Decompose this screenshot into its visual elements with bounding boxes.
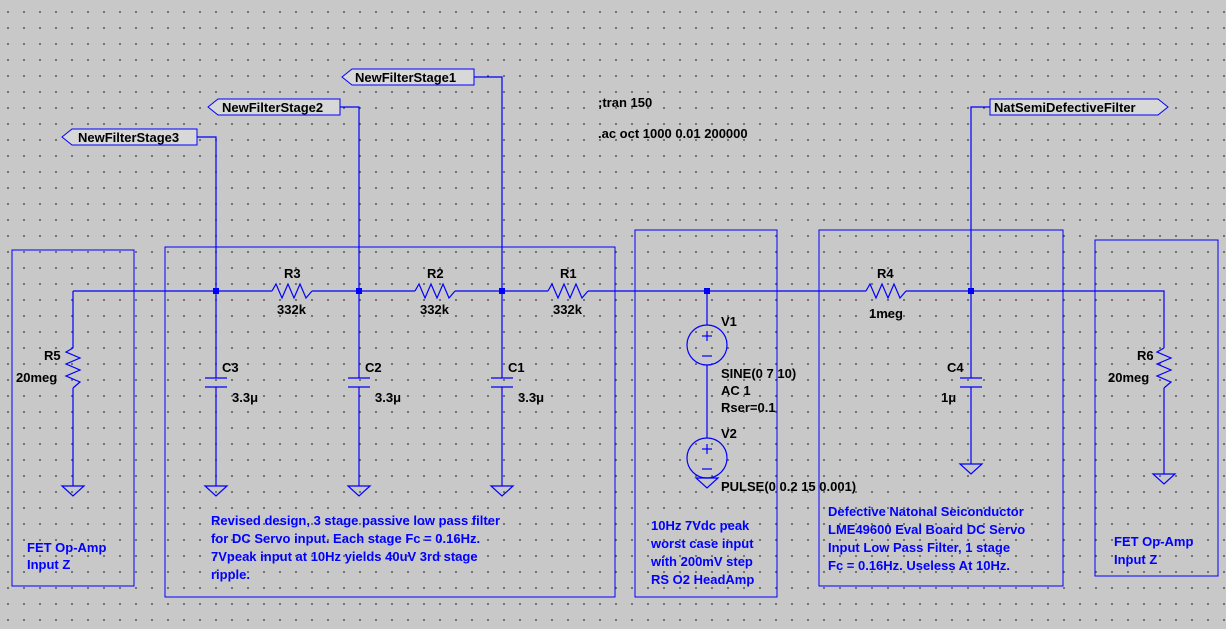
- r5-resistor: [64, 347, 82, 389]
- c1-name: C1: [508, 360, 525, 375]
- r2-value: 332k: [420, 302, 450, 317]
- c2-name: C2: [365, 360, 382, 375]
- c4-name: C4: [947, 360, 964, 375]
- ground-icon: [346, 485, 372, 497]
- net-flag-natsemi[interactable]: NatSemiDefectiveFilter: [989, 98, 1169, 116]
- r4-name: R4: [877, 266, 894, 281]
- c3-name: C3: [222, 360, 239, 375]
- r6-resistor: [1155, 347, 1173, 389]
- junction-dot: [499, 288, 505, 294]
- junction-dot: [968, 288, 974, 294]
- natsemi-note-line: LME49600 Eval Board DC Servo: [828, 522, 1025, 537]
- net-flag-label: NewFilterStage3: [78, 130, 179, 145]
- r6-name: R6: [1137, 348, 1154, 363]
- c3-capacitor: [205, 377, 227, 388]
- r2-resistor: [414, 282, 456, 300]
- c2-capacitor: [348, 377, 370, 388]
- natsemi-note-line: Fc = 0.16Hz. Useless At 10Hz.: [828, 558, 1010, 573]
- left-box-note-line: Input Z: [27, 557, 70, 572]
- source-note-line: RS O2 HeadAmp: [651, 572, 754, 587]
- filter-note-line: ripple.: [211, 567, 250, 582]
- r2-name: R2: [427, 266, 444, 281]
- r1-name: R1: [560, 266, 577, 281]
- net-flag-label: NewFilterStage2: [222, 100, 323, 115]
- stage1-probe-wire: [474, 76, 503, 291]
- r4-value: 1meg: [869, 306, 903, 321]
- filter-note-line: for DC Servo input. Each stage Fc = 0.16…: [211, 531, 480, 546]
- r3-value: 332k: [277, 302, 307, 317]
- right-box-note-line: Input Z: [1114, 552, 1157, 567]
- c3-value: 3.3μ: [232, 390, 258, 405]
- left-input-box: [11, 249, 135, 587]
- r4-resistor: [865, 282, 907, 300]
- ground-icon: [694, 477, 720, 489]
- v1-line-3: Rser=0.1: [721, 400, 776, 415]
- r3-resistor: [271, 282, 313, 300]
- v2-value: PULSE(0 0.2 15 0.001): [721, 479, 856, 494]
- c1-capacitor: [491, 377, 513, 388]
- natsemi-box: [818, 229, 1064, 587]
- junction-dot: [213, 288, 219, 294]
- v2-name: V2: [721, 426, 737, 441]
- c1-value: 3.3μ: [518, 390, 544, 405]
- ground-icon: [1151, 473, 1177, 485]
- net-flag-stage3[interactable]: NewFilterStage3: [61, 128, 198, 146]
- v1-line-1: SINE(0 7 10): [721, 366, 796, 381]
- ground-icon: [203, 485, 229, 497]
- ground-icon: [489, 485, 515, 497]
- r1-resistor: [547, 282, 589, 300]
- v2-source: [686, 437, 728, 479]
- source-box: [634, 229, 778, 598]
- natsemi-probe-wire: [970, 106, 990, 291]
- main-wire: [73, 290, 1165, 348]
- r1-value: 332k: [553, 302, 583, 317]
- v1-source: [686, 324, 728, 366]
- c2-value: 3.3μ: [375, 390, 401, 405]
- net-flag-label: NewFilterStage1: [355, 70, 456, 85]
- net-flag-stage1[interactable]: NewFilterStage1: [341, 68, 475, 86]
- stage2-probe-wire: [340, 106, 360, 291]
- net-flag-stage2[interactable]: NewFilterStage2: [207, 98, 341, 116]
- source-note-line: worst case input: [650, 536, 754, 551]
- ground-icon: [60, 485, 86, 497]
- left-box-note-line: FET Op-Amp: [27, 540, 106, 555]
- r5-value: 20meg: [16, 370, 57, 385]
- ground-icon: [958, 463, 984, 475]
- source-note-line: with 200mV step: [650, 554, 753, 569]
- v1-line-2: AC 1: [721, 383, 751, 398]
- filter-note-line: 7Vpeak input at 10Hz yields 40uV 3rd sta…: [211, 549, 478, 564]
- net-flag-label: NatSemiDefectiveFilter: [994, 100, 1136, 115]
- r5-name: R5: [44, 348, 61, 363]
- c4-value: 1μ: [941, 390, 956, 405]
- filter-note-line: Revised design, 3 stage passive low pass…: [211, 513, 500, 528]
- right-input-box: [1094, 239, 1219, 577]
- r6-value: 20meg: [1108, 370, 1149, 385]
- junction-dot: [356, 288, 362, 294]
- source-note-line: 10Hz 7Vdc peak: [651, 518, 750, 533]
- c4-capacitor: [960, 377, 982, 388]
- natsemi-note-line: Defective Natonal Seiconductor: [828, 504, 1024, 519]
- stage3-probe-wire: [197, 136, 217, 291]
- right-box-note-line: FET Op-Amp: [1114, 534, 1193, 549]
- tran-directive[interactable]: ;tran 150: [598, 95, 652, 110]
- filter-box: [164, 246, 616, 598]
- r3-name: R3: [284, 266, 301, 281]
- ac-directive[interactable]: .ac oct 1000 0.01 200000: [598, 126, 748, 141]
- v1-name: V1: [721, 314, 737, 329]
- natsemi-note-line: Input Low Pass Filter, 1 stage: [828, 540, 1010, 555]
- junction-dot: [704, 288, 710, 294]
